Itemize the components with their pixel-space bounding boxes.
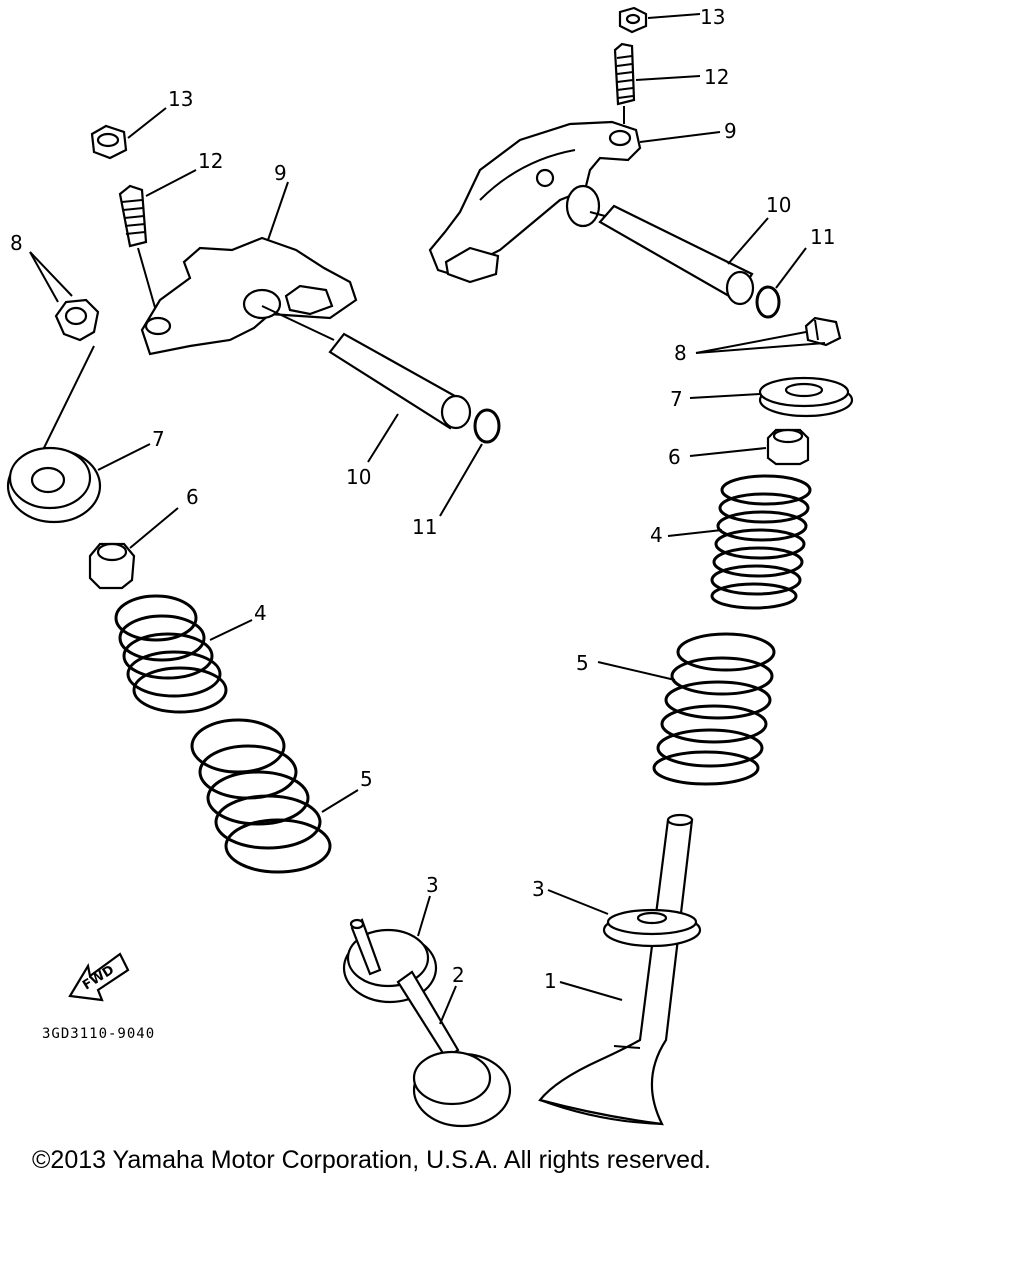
adjust-screw-12-right <box>613 42 701 124</box>
part-code: 3GD3110-9040 <box>42 1026 155 1042</box>
callout-10-left: 10 <box>346 465 371 489</box>
callout-9-right: 9 <box>724 119 737 143</box>
callout-4-right: 4 <box>650 523 663 547</box>
fwd-arrow-icon: FWD <box>68 952 130 1002</box>
o-ring-11-right <box>755 247 807 319</box>
callout-4-left: 4 <box>254 601 267 625</box>
copyright-notice: ©2013 Yamaha Motor Corporation, U.S.A. A… <box>32 1146 711 1174</box>
callout-8-right: 8 <box>674 341 687 365</box>
callout-7-left: 7 <box>152 427 165 451</box>
intake-valve-2 <box>396 970 512 1128</box>
valve-keepers-8-right <box>695 316 842 354</box>
callout-3-left: 3 <box>426 873 439 897</box>
callout-6-right: 6 <box>668 445 681 469</box>
outer-spring-5-right <box>597 632 776 786</box>
valve-keepers-8-left <box>29 251 100 457</box>
rocker-shaft-10-left <box>261 305 472 463</box>
nut-13-left <box>90 107 167 160</box>
callout-8-left: 8 <box>10 231 23 255</box>
nut-13-right <box>618 6 701 34</box>
callout-7-right: 7 <box>670 387 683 411</box>
callout-13-right: 13 <box>700 5 725 29</box>
callout-5-left: 5 <box>360 767 373 791</box>
valve-seat-3-right <box>547 889 702 948</box>
valve-stem-seal-6-right <box>689 428 810 466</box>
rocker-arm-9-left <box>140 181 358 356</box>
callout-5-right: 5 <box>576 651 589 675</box>
callout-10-right: 10 <box>766 193 791 217</box>
callout-1: 1 <box>544 969 557 993</box>
spring-retainer-7-right <box>689 376 854 418</box>
callout-12-right: 12 <box>704 65 729 89</box>
spring-retainer-7-left <box>6 443 151 524</box>
callout-3-right: 3 <box>532 877 545 901</box>
inner-spring-4-right <box>667 474 812 610</box>
callout-6-left: 6 <box>186 485 199 509</box>
callout-2: 2 <box>452 963 465 987</box>
adjust-screw-12-left <box>118 169 197 319</box>
callout-11-left: 11 <box>412 515 437 539</box>
exhaust-valve-1 <box>538 813 694 1126</box>
callout-9-left: 9 <box>274 161 287 185</box>
o-ring-11-left <box>439 408 501 517</box>
callout-13-left: 13 <box>168 87 193 111</box>
inner-spring-4-left <box>114 594 253 714</box>
valve-stem-seal-6-left <box>88 507 179 590</box>
rocker-shaft-10-right <box>589 204 769 306</box>
outer-spring-5-left <box>190 718 359 874</box>
callout-11-right: 11 <box>810 225 835 249</box>
valve-seat-3-left <box>342 895 438 1004</box>
callout-12-left: 12 <box>198 149 223 173</box>
rocker-arm-9-right <box>428 120 721 284</box>
